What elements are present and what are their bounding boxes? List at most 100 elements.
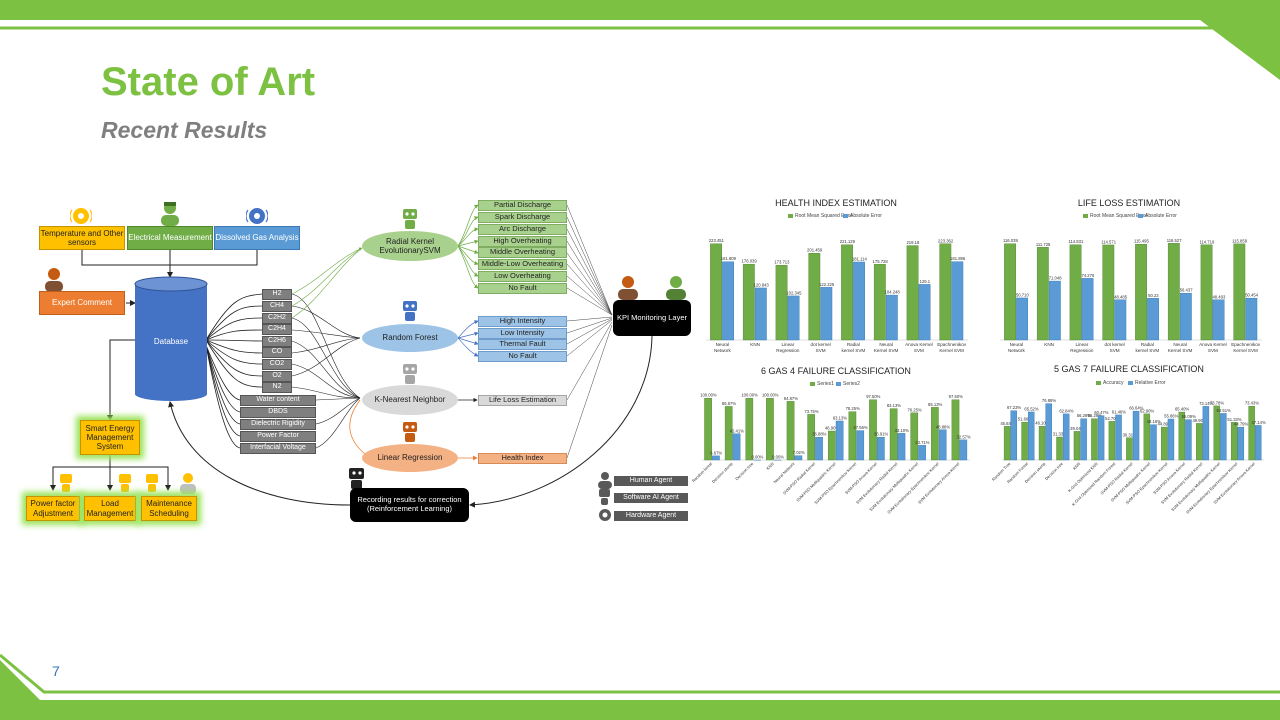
tick-label: Decision tree bbox=[1044, 461, 1065, 482]
bar-b bbox=[1237, 426, 1245, 461]
bar-a bbox=[786, 401, 795, 461]
output-partial-discharge: Partial Discharge bbox=[478, 200, 567, 211]
data-label: 120.843 bbox=[754, 282, 770, 287]
bar-a bbox=[1161, 426, 1168, 461]
data-label: 114.719 bbox=[1199, 239, 1214, 244]
legend-health-rmse: Root Mean Squared Error bbox=[788, 213, 852, 219]
legend-life-abs: Absolute Error bbox=[1138, 213, 1177, 219]
tick-label: Decision stump bbox=[711, 461, 734, 484]
param-dielectric-rigidity: Dielectric Rigidity bbox=[240, 419, 316, 430]
data-label: 61.46% bbox=[1112, 409, 1126, 414]
sensor-temperature: Temperature and Other sensors bbox=[39, 226, 125, 250]
bar-b bbox=[1255, 425, 1262, 461]
legend-software-agent-icon bbox=[599, 489, 610, 505]
chart-title-6gas: 6 GAS 4 FAILURE CLASSIFICATION bbox=[761, 366, 911, 376]
data-label: 73.75% bbox=[804, 409, 818, 414]
person-icon bbox=[161, 202, 179, 226]
data-label: 51.33% bbox=[1227, 417, 1241, 422]
data-label: 111.728 bbox=[1036, 242, 1051, 247]
data-label: 100.00% bbox=[741, 393, 758, 398]
bar-a bbox=[910, 412, 919, 461]
legend-hardware-agent-icon bbox=[599, 509, 611, 521]
data-label: 46.10% bbox=[1035, 421, 1049, 426]
gas-c2h2: C2H2 bbox=[262, 313, 292, 324]
bar-b bbox=[787, 295, 800, 341]
data-label: 78.25% bbox=[846, 406, 860, 411]
tick-label: Decision tree bbox=[734, 461, 755, 482]
tick-label: KNN bbox=[1072, 461, 1082, 471]
bar-b bbox=[820, 287, 833, 341]
gas-ch4: CH4 bbox=[262, 301, 292, 312]
data-label: 6.67% bbox=[710, 450, 722, 455]
bar-b bbox=[918, 445, 926, 461]
bar-b bbox=[1147, 298, 1159, 341]
data-label: 63.51% bbox=[1217, 408, 1231, 413]
gas-c2h4: C2H4 bbox=[262, 324, 292, 335]
data-label: 114.831 bbox=[1068, 239, 1083, 244]
legend-human-agent-icon bbox=[598, 472, 612, 489]
expert-comment: Expert Comment bbox=[39, 291, 125, 315]
bar-a bbox=[1021, 421, 1028, 461]
data-label: 47.56% bbox=[853, 425, 867, 430]
legend-life-rmse: Root Mean Squared Error bbox=[1083, 213, 1147, 219]
data-label: 56.437 bbox=[1180, 288, 1193, 293]
param-interfacial-voltage: Interfacial Voltage bbox=[240, 443, 316, 454]
output-middle-overheating: Middle Overheating bbox=[478, 247, 567, 258]
data-label: 201.459 bbox=[807, 248, 823, 253]
sensor-gas-analysis: Dissolved Gas Analysis bbox=[214, 226, 300, 250]
data-label: 74.276 bbox=[1081, 273, 1094, 278]
data-label: 97.50% bbox=[866, 394, 880, 399]
data-label: 55.86% bbox=[1164, 414, 1178, 419]
bar-a bbox=[827, 430, 836, 461]
data-label: 30.31% bbox=[1123, 432, 1137, 437]
data-label: 36.88% bbox=[812, 432, 826, 437]
output-no-fault-svm: No Fault bbox=[478, 283, 567, 294]
data-label: 7.02% bbox=[793, 450, 805, 455]
data-label: 23.71% bbox=[915, 440, 929, 445]
bar-b bbox=[1048, 280, 1061, 341]
action-power-factor: Power factor Adjustment bbox=[26, 496, 80, 521]
data-label: 86.67% bbox=[722, 401, 736, 406]
data-label: 116.039 bbox=[1003, 238, 1018, 243]
data-label: 100.00% bbox=[700, 393, 717, 398]
data-label: 71.048 bbox=[1049, 276, 1062, 281]
gas-c2h6: C2H6 bbox=[262, 336, 292, 347]
data-label: 50.710 bbox=[1016, 292, 1029, 297]
data-label: 39.04% bbox=[1070, 426, 1084, 431]
bar-b bbox=[722, 261, 734, 341]
chart-title-life-loss: LIFE LOSS ESTIMATION bbox=[1077, 198, 1181, 208]
data-label: 56.29% bbox=[1088, 413, 1102, 418]
bar-a bbox=[1167, 243, 1180, 341]
data-label: 129.1 bbox=[920, 279, 931, 284]
bar-b bbox=[1167, 418, 1175, 461]
bar-b bbox=[1115, 414, 1122, 461]
bar-a bbox=[766, 397, 774, 461]
thermometer-icon bbox=[70, 208, 92, 224]
data-label: 48.493 bbox=[1212, 294, 1225, 299]
bar-a bbox=[939, 243, 952, 341]
data-label: 175.728 bbox=[873, 259, 889, 264]
data-label: 44.79% bbox=[1234, 422, 1248, 427]
bar-a bbox=[710, 243, 722, 341]
data-label: 56.28% bbox=[1077, 413, 1091, 418]
param-dbds: DBDS bbox=[240, 407, 316, 418]
data-label: 50.454 bbox=[1245, 293, 1258, 298]
bar-a bbox=[1108, 421, 1116, 461]
bar-b bbox=[1114, 299, 1127, 341]
bar-a bbox=[807, 414, 815, 461]
bar-a bbox=[873, 264, 886, 341]
bar-b bbox=[1202, 406, 1210, 461]
data-label: 67.23% bbox=[1007, 405, 1021, 410]
page-number: 7 bbox=[52, 663, 60, 679]
tick-label: KNN bbox=[765, 461, 775, 471]
output-high-intensity: High Intensity bbox=[478, 316, 567, 327]
bar-a bbox=[951, 399, 960, 461]
action-robots-icon bbox=[60, 473, 196, 494]
